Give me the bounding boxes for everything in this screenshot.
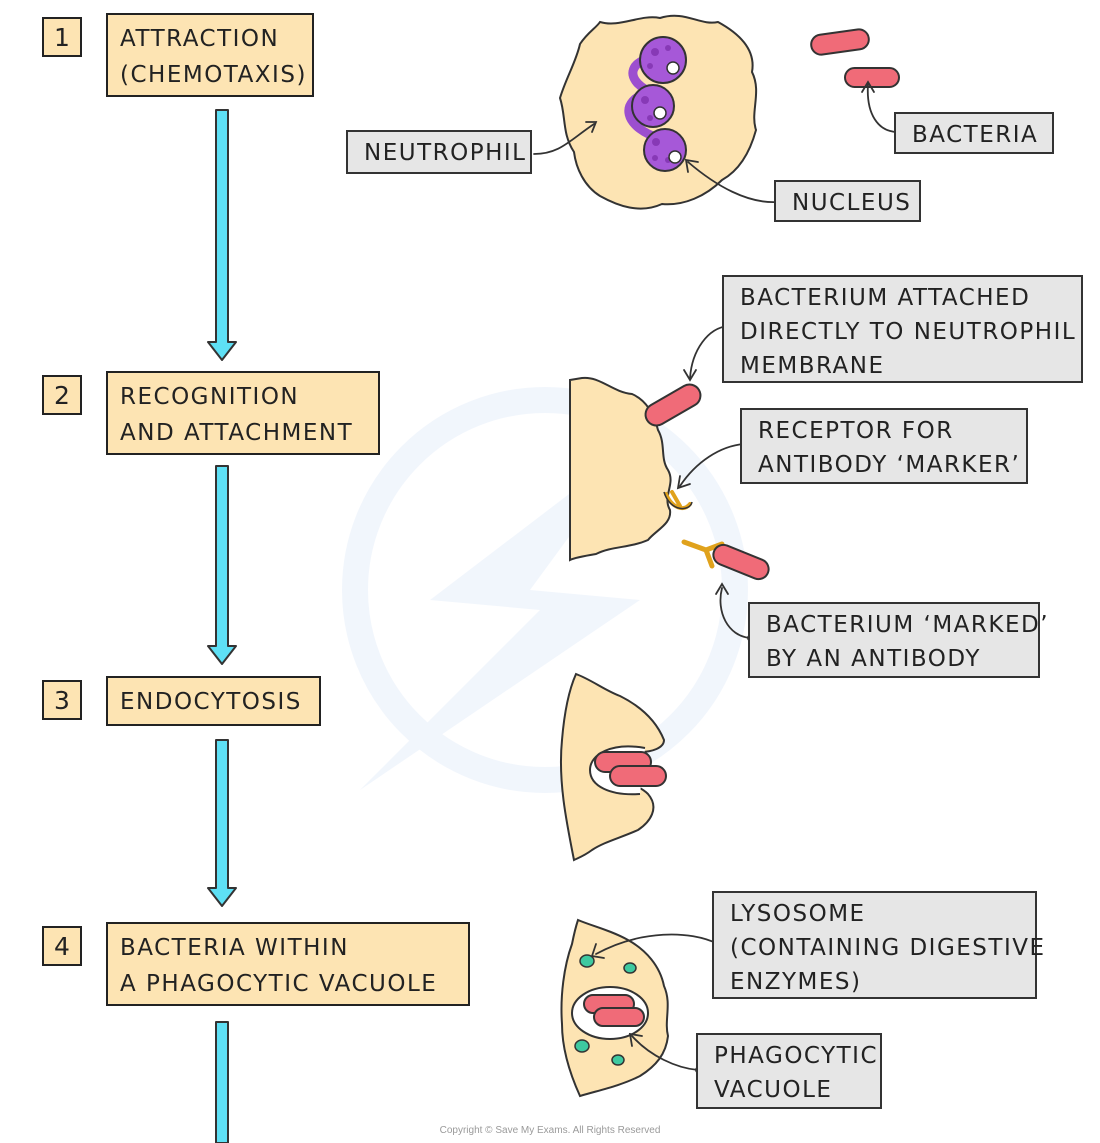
bacterium-attached-line-3: MEMBRANE <box>740 353 885 379</box>
lysosomes <box>574 954 637 1066</box>
receptor-label: RECEPTOR FOR ANTIBODY ‘MARKER’ <box>740 408 1028 484</box>
step-3-label: ENDOCYTOSIS <box>106 676 321 726</box>
lysosome-line-2: (CONTAINING DIGESTIVE <box>730 935 1046 961</box>
nucleus-lobes <box>631 36 687 172</box>
nucleus-label-text: NUCLEUS <box>792 190 912 216</box>
receptor-line-1: RECEPTOR FOR <box>758 418 954 444</box>
neutrophil-edge-stage-3 <box>559 672 666 862</box>
lysosome-line-1: LYSOSOME <box>730 901 866 927</box>
bacterium-attached-label: BACTERIUM ATTACHED DIRECTLY TO NEUTROPHI… <box>722 275 1083 383</box>
step-2-line-2: AND ATTACHMENT <box>120 420 354 446</box>
bacterium-attached-line-1: BACTERIUM ATTACHED <box>740 285 1031 311</box>
phagocytic-vacuole-line-2: VACUOLE <box>714 1077 833 1103</box>
watermark-logo <box>342 387 748 793</box>
step-1-label: ATTRACTION (CHEMOTAXIS) <box>106 13 314 97</box>
attached-bacterium <box>644 383 702 427</box>
flow-arrow-1-to-2 <box>207 109 237 361</box>
step-1-number: 1 <box>42 17 82 57</box>
bacterium-attached-line-2: DIRECTLY TO NEUTROPHIL <box>740 319 1077 345</box>
bacterium-marked-label: BACTERIUM ‘MARKED’ BY AN ANTIBODY <box>748 602 1050 678</box>
copyright-notice: Copyright © Save My Exams. All Rights Re… <box>439 1125 661 1136</box>
step-3-number: 3 <box>42 680 82 720</box>
lysosome-label: LYSOSOME (CONTAINING DIGESTIVE ENZYMES) <box>712 891 1046 999</box>
step-4-number: 4 <box>42 926 82 966</box>
flow-arrow-4-continue <box>215 1021 229 1143</box>
step-4-line-2: A PHAGOCYTIC VACUOLE <box>120 971 438 997</box>
step-4-line-1: BACTERIA WITHIN <box>120 935 349 961</box>
lysosome-line-3: ENZYMES) <box>730 969 862 995</box>
antibody-receptor <box>664 490 692 511</box>
receptor-line-2: ANTIBODY ‘MARKER’ <box>758 452 1021 478</box>
step-2-line-1: RECOGNITION <box>120 384 300 410</box>
neutrophil-label-text: NEUTROPHIL <box>364 140 527 166</box>
step-3-line-1: ENDOCYTOSIS <box>120 689 302 715</box>
step-4-label: BACTERIA WITHIN A PHAGOCYTIC VACUOLE <box>106 922 470 1006</box>
step-1-line-2: (CHEMOTAXIS) <box>120 62 307 88</box>
bacteria-label-text: BACTERIA <box>912 122 1039 148</box>
marked-bacterium <box>712 543 770 581</box>
phagocytic-vacuole-label: PHAGOCYTIC VACUOLE <box>696 1033 882 1109</box>
step-1-line-1: ATTRACTION <box>120 26 280 52</box>
step-2-label: RECOGNITION AND ATTACHMENT <box>106 371 380 455</box>
bacterium-2 <box>844 67 900 88</box>
step-2-number: 2 <box>42 375 82 415</box>
flow-arrow-3-to-4 <box>207 739 237 907</box>
neutrophil-label: NEUTROPHIL <box>346 130 532 174</box>
engulfed-bacterium-2 <box>609 765 667 787</box>
nucleus-label: NUCLEUS <box>774 180 921 222</box>
bacterium-marked-line-1: BACTERIUM ‘MARKED’ <box>766 612 1050 638</box>
bacterium-1 <box>810 28 870 56</box>
bacterium-marked-line-2: BY AN ANTIBODY <box>766 646 981 672</box>
bacteria-label: BACTERIA <box>894 112 1054 154</box>
flow-arrow-2-to-3 <box>207 465 237 665</box>
phagocytic-vacuole-line-1: PHAGOCYTIC <box>714 1043 879 1069</box>
